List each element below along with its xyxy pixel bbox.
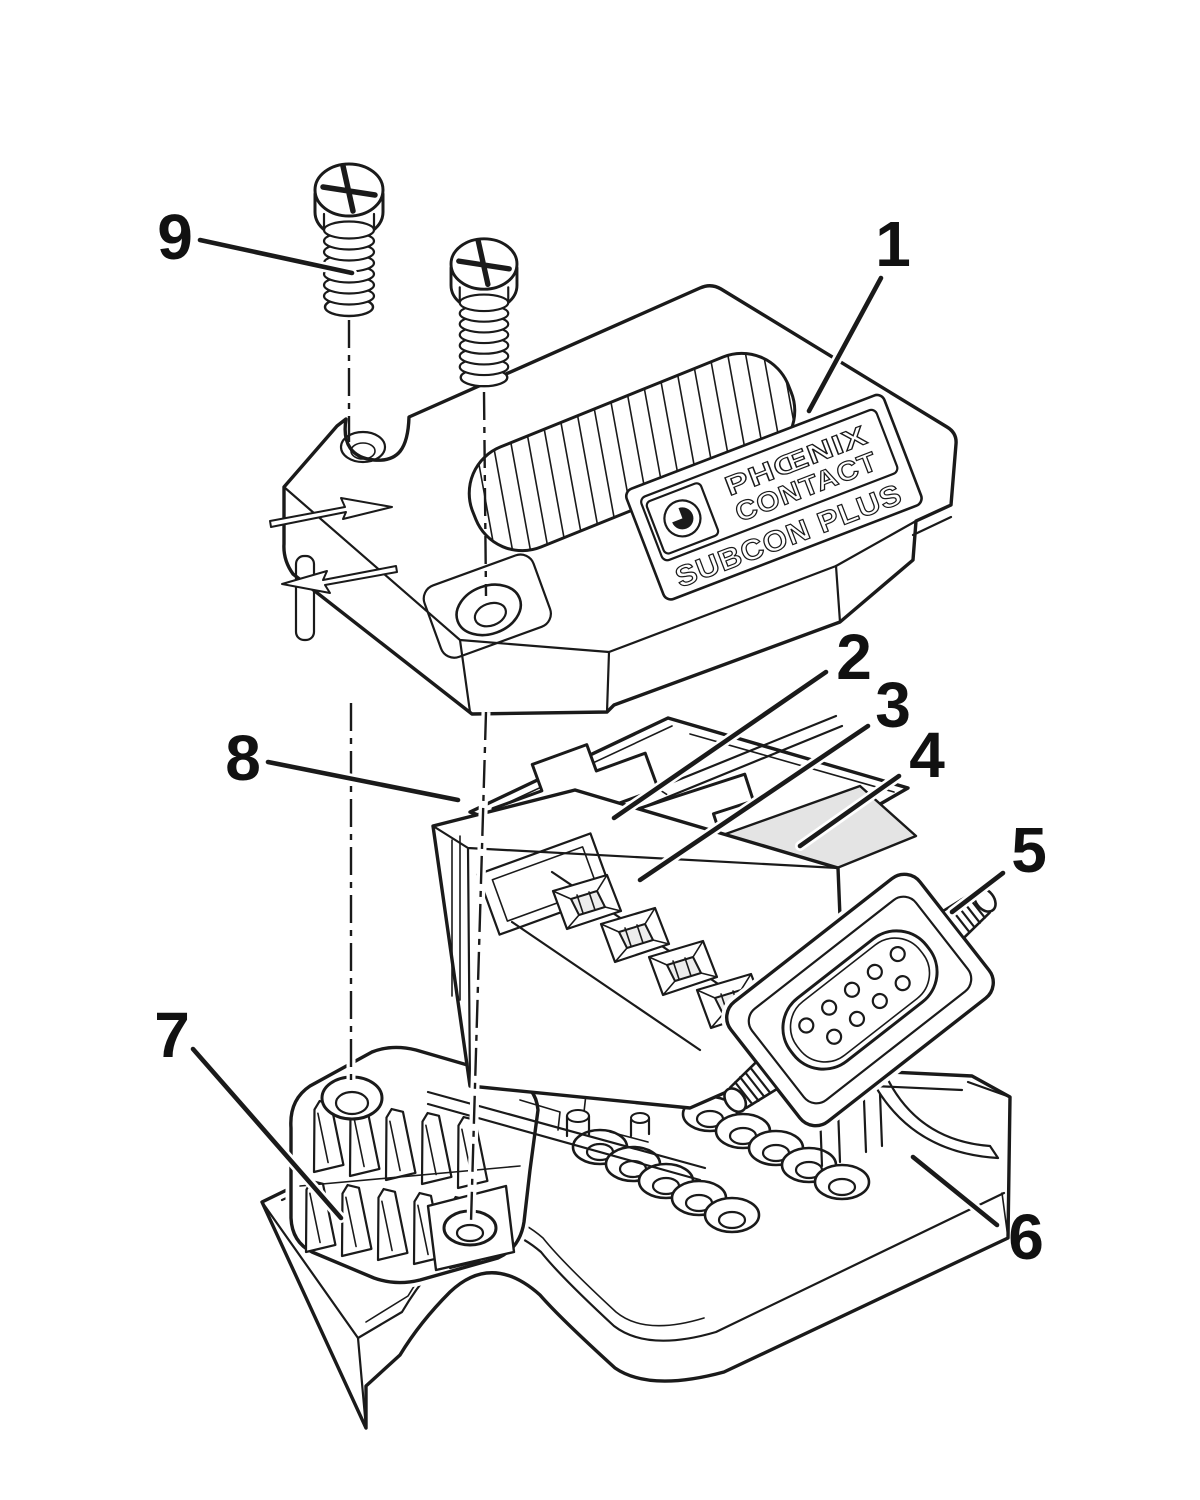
- callout-leader-8: [265, 759, 461, 803]
- callout-leader-2: [611, 669, 829, 821]
- callout-number-2: 2: [836, 621, 872, 693]
- d-sub-connector: [716, 868, 1004, 1168]
- fixing-screw-right: [449, 237, 519, 388]
- brand-plate: PHŒNIX CONTACT SUBCON PLUS: [624, 393, 923, 601]
- callout-number-3: 3: [875, 669, 911, 741]
- callout-leader-7: [190, 1046, 344, 1221]
- fixing-screw-left: [313, 162, 385, 318]
- cover-side-slot: [294, 554, 316, 642]
- top-housing-cover: PHŒNIX CONTACT SUBCON PLUS: [269, 284, 958, 716]
- callout-leader-1: [806, 275, 884, 414]
- callout-number-1: 1: [875, 208, 911, 280]
- arrow-left-icon: [281, 565, 398, 594]
- callout-number-4: 4: [909, 719, 945, 791]
- callout-number-5: 5: [1011, 814, 1047, 886]
- cover-screw-recess-center: [422, 553, 552, 659]
- screw-center-lines: [347, 320, 491, 1223]
- callout-leader-6: [910, 1154, 1000, 1228]
- callout-leader-9: [197, 237, 355, 276]
- callout-leader-4: [797, 773, 902, 849]
- phillips-slot-icon: [320, 163, 378, 214]
- screw-boss-hole-right: [426, 1184, 516, 1272]
- callout-number-6: 6: [1008, 1201, 1044, 1273]
- callout-number-9: 9: [157, 201, 193, 273]
- phillips-slot-icon: [456, 238, 512, 288]
- d-sub-face-oval: [781, 929, 939, 1071]
- d-sub-pin-holes: [798, 945, 911, 1045]
- callout-number-7: 7: [154, 999, 190, 1071]
- callout-leader-5: [949, 870, 1006, 915]
- callout-number-8: 8: [225, 722, 261, 794]
- solder-tabs: [818, 1092, 884, 1168]
- terminal-row-front: [510, 870, 767, 1052]
- cover-screw-hole-left: [339, 430, 387, 464]
- callout-leader-3: [637, 723, 871, 883]
- phoenix-contact-logo-icon: [645, 482, 720, 555]
- arrow-right-icon: [269, 497, 393, 528]
- strain-relief-block: [285, 1041, 544, 1289]
